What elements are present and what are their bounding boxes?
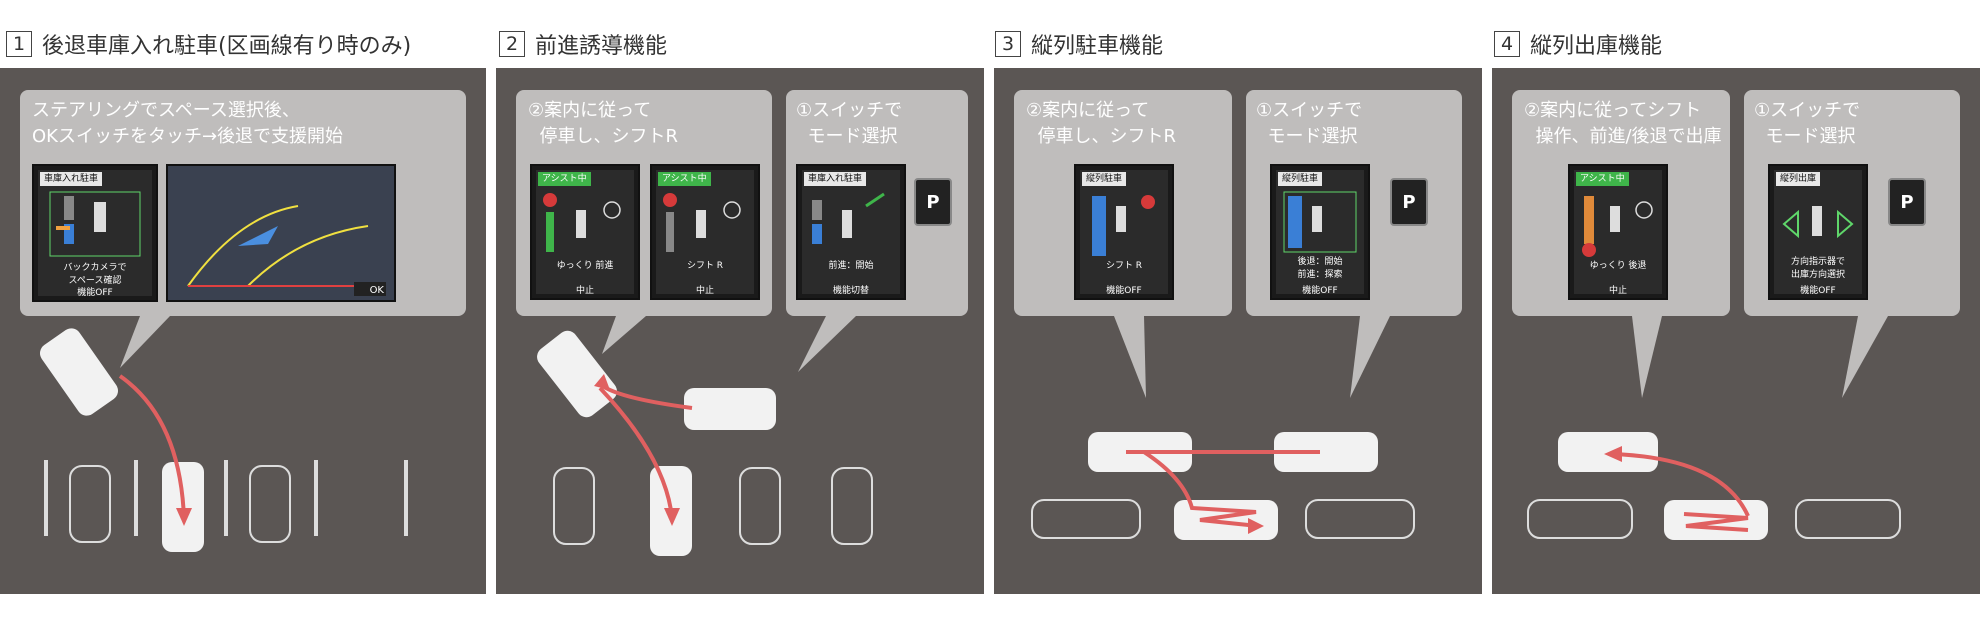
panel-2-screen-b-foot: 中止 [695, 286, 714, 296]
panel-1: ステアリングでスペース選択後、 OKスイッチをタッチ→後退で支援開始 車庫入れ駐… [0, 68, 486, 594]
p-switch[interactable]: P [1888, 178, 1926, 226]
panel-2-screen-a-title: アシスト中 [538, 172, 591, 186]
panel-2-screen-a: アシスト中 ゆっくり 前進 中止 [530, 164, 640, 300]
panel-3-scene [1031, 316, 1415, 540]
section-2-number: 2 [499, 31, 525, 57]
section-2-title: 前進誘導機能 [535, 34, 668, 59]
panel-4-screen-b-mid: 方向指示器で 出庫方向選択 [1790, 257, 1845, 280]
panel-2-bubble-right-text: ①スイッチで モード選択 [796, 100, 903, 147]
panel-4-screen-a-foot: 中止 [1608, 286, 1627, 296]
panel-2-screen-b-mid: シフト R [686, 261, 724, 271]
panel-1-screen-title: 車庫入れ駐車 [40, 172, 103, 186]
panel-2-scene [537, 316, 873, 556]
p-switch[interactable]: P [914, 178, 952, 226]
panel-1-screen-graphic [49, 191, 141, 257]
panel-4-screen-a-mid: ゆっくり 後退 [1589, 261, 1647, 271]
panel-2-screen-c-mid: 前進：開始 [828, 261, 874, 271]
panel-4-bubble-right-text: ①スイッチで モード選択 [1754, 100, 1861, 147]
panel-2-bubble-left-text: ②案内に従って 停車し、シフトR [528, 100, 678, 147]
panel-1-bubble-text: ステアリングでスペース選択後、 OKスイッチをタッチ→後退で支援開始 [32, 100, 344, 147]
panel-3-bubble-left-text: ②案内に従って 停車し、シフトR [1026, 100, 1176, 147]
panel-4-bubble-left-text: ②案内に従ってシフト 操作、前進/後退で出庫 [1524, 100, 1722, 147]
panel-3: ②案内に従って 停車し、シフトR ①スイッチで モード選択 縦列駐車 シフト R… [994, 68, 1482, 594]
panel-3-screen-b-foot: 機能OFF [1302, 286, 1338, 296]
panel-3-bubble-right-text: ①スイッチで モード選択 [1256, 100, 1363, 147]
panel-4-screen-a-title: アシスト中 [1576, 172, 1629, 186]
section-2-header: 2 前進誘導機能 [499, 28, 667, 60]
panel-2-screen-b: アシスト中 シフト R 中止 [650, 164, 760, 300]
section-1-title: 後退車庫入れ駐車(区画線有り時のみ) [42, 34, 412, 59]
panel-2: ②案内に従って 停車し、シフトR ①スイッチで モード選択 アシスト中 ゆっくり… [496, 68, 984, 594]
panel-4-scene [1527, 316, 1901, 540]
panel-2-screen-c-graphic [812, 192, 885, 244]
panel-4: ②案内に従ってシフト 操作、前進/後退で出庫 ①スイッチで モード選択 アシスト… [1492, 68, 1980, 594]
section-4-number: 4 [1494, 31, 1520, 57]
panel-2-screen-a-mid: ゆっくり 前進 [556, 261, 614, 271]
panel-1-scene [39, 316, 408, 552]
panel-2-screen-c-title: 車庫入れ駐車 [804, 172, 867, 186]
panel-3-screen-a-graphic [1092, 195, 1155, 256]
panel-3-screen-b-title: 縦列駐車 [1278, 172, 1323, 186]
panel-3-screen-b-mid: 後退：開始 前進：探索 [1297, 257, 1343, 280]
panel-1-camera-graphic [168, 166, 394, 300]
panel-1-screen-foot: 機能OFF [77, 288, 113, 298]
p-switch[interactable]: P [1390, 178, 1428, 226]
panel-2-screen-a-graphic [543, 193, 621, 252]
section-1-number: 1 [6, 31, 32, 57]
panel-2-screen-c-foot: 機能切替 [832, 286, 869, 296]
panel-4-screen-b: 縦列出庫 方向指示器で 出庫方向選択 機能OFF [1768, 164, 1868, 300]
panel-1-camera-view: OK [166, 164, 396, 302]
panel-2-screen-b-graphic [663, 193, 741, 252]
panel-2-screen-a-foot: 中止 [575, 286, 594, 296]
panel-3-screen-a-mid: シフト R [1105, 261, 1143, 271]
panel-2-screen-c: 車庫入れ駐車 前進：開始 機能切替 [796, 164, 906, 300]
panel-3-screen-a-title: 縦列駐車 [1082, 172, 1127, 186]
section-1-header: 1 後退車庫入れ駐車(区画線有り時のみ) [6, 28, 411, 60]
panel-4-screen-b-title: 縦列出庫 [1776, 172, 1821, 186]
section-4-title: 縦列出庫機能 [1530, 34, 1663, 59]
panel-3-screen-b: 縦列駐車 後退：開始 前進：探索 機能OFF [1270, 164, 1370, 300]
camera-ok-button[interactable]: OK [369, 285, 384, 296]
panel-3-screen-a-foot: 機能OFF [1106, 286, 1142, 296]
panel-3-screen-b-graphic [1283, 191, 1357, 253]
panel-1-screen-mid: バックカメラで スペース確認 [63, 263, 127, 286]
panel-4-screen-b-graphic [1782, 206, 1854, 239]
section-3-number: 3 [995, 31, 1021, 57]
section-3-title: 縦列駐車機能 [1031, 34, 1164, 59]
panel-3-screen-a: 縦列駐車 シフト R 機能OFF [1074, 164, 1174, 300]
panel-4-screen-a-graphic [1582, 196, 1653, 257]
panel-4-screen-a: アシスト中 ゆっくり 後退 中止 [1568, 164, 1668, 300]
panel-4-screen-b-foot: 機能OFF [1800, 286, 1836, 296]
section-4-header: 4 縦列出庫機能 [1494, 28, 1662, 60]
panel-2-screen-b-title: アシスト中 [658, 172, 711, 186]
panel-1-screen: 車庫入れ駐車 バックカメラで スペース確認 機能OFF [32, 164, 158, 302]
section-3-header: 3 縦列駐車機能 [995, 28, 1163, 60]
